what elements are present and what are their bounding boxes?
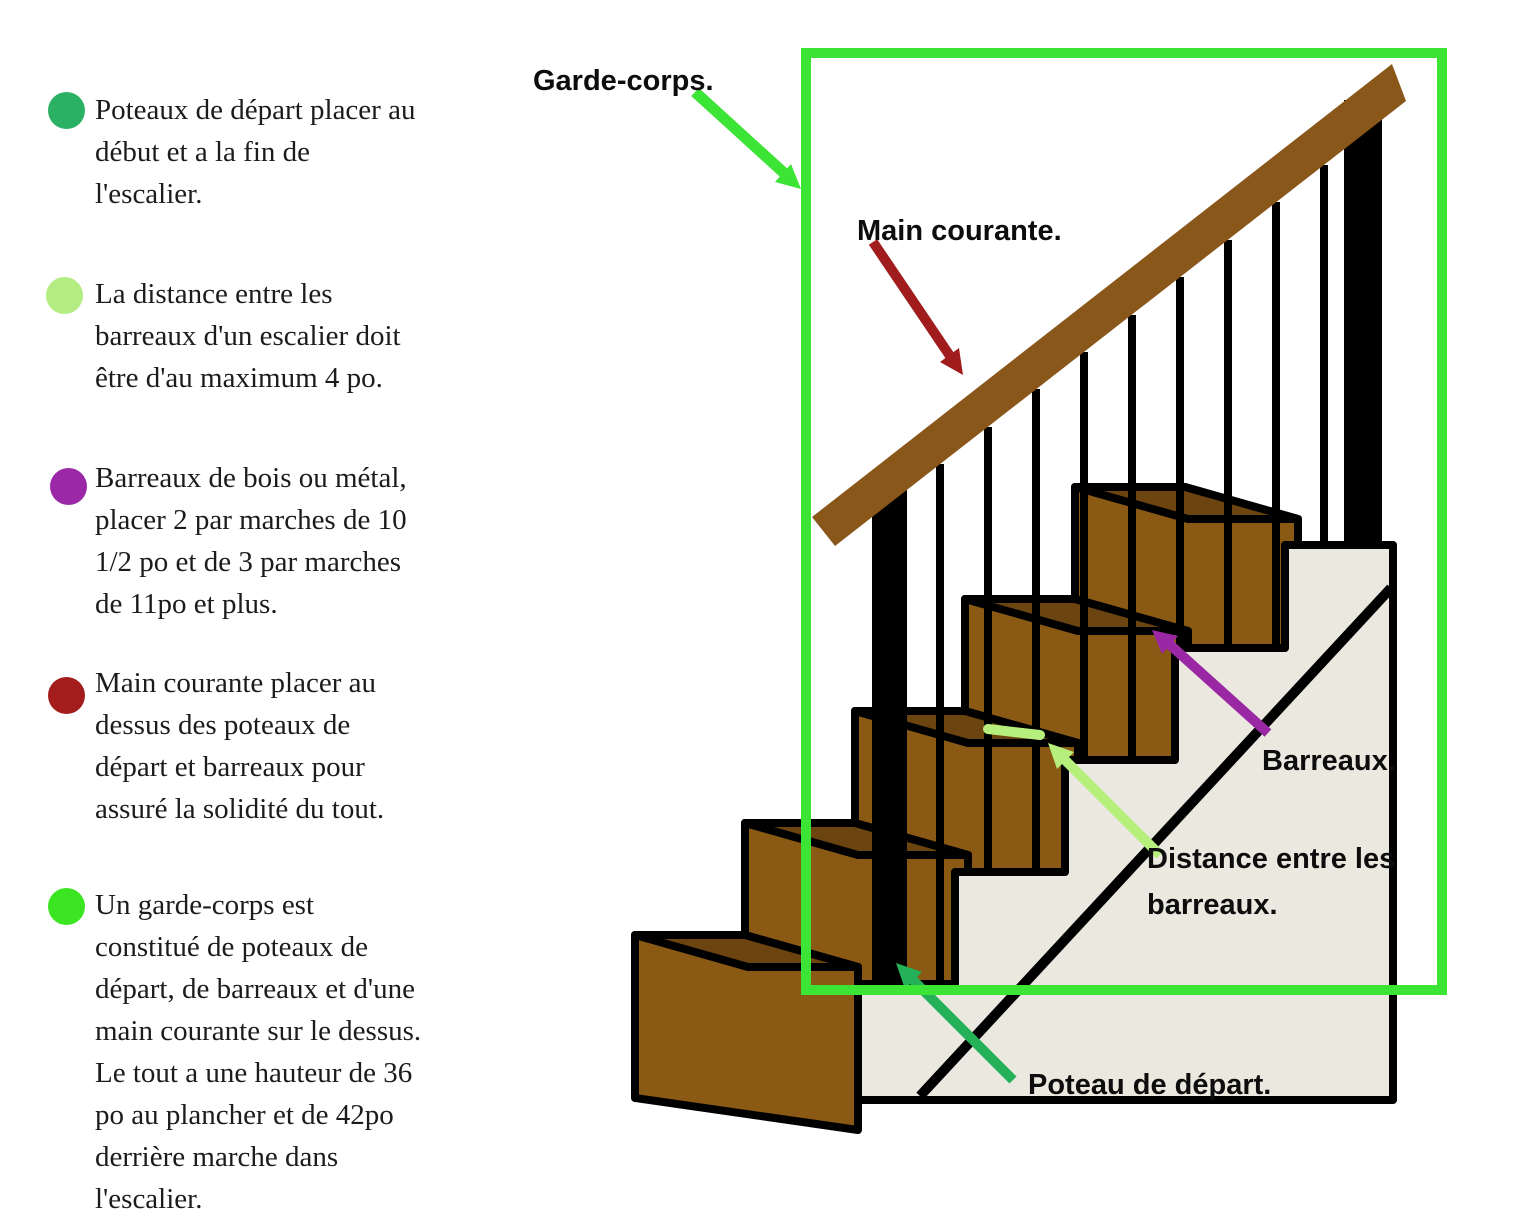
- stringer-diagonal-line: [916, 584, 1395, 1100]
- bullet-text: Un garde-corps est constitué de poteaux …: [95, 889, 422, 1215]
- baluster: [1128, 315, 1136, 764]
- label-barreaux: Barreaux.: [1262, 745, 1396, 777]
- bullet-text: Main courante placer au dessus des potea…: [95, 667, 385, 825]
- distance-marker: [983, 724, 1045, 740]
- step-top-face: [741, 819, 972, 859]
- end-post: [1344, 100, 1382, 548]
- green-dot-icon: [48, 92, 85, 129]
- bullet-text: Barreaux de bois ou métal, placer 2 par …: [95, 462, 407, 620]
- purple-dot-icon: [50, 468, 87, 505]
- label-garde-corps: Garde-corps.: [533, 65, 714, 97]
- garde-corps-arrow: [691, 87, 801, 189]
- label-main-courante: Main courante.: [857, 215, 1062, 247]
- baluster: [1320, 165, 1328, 549]
- main-courante-arrow: [868, 239, 963, 375]
- handrail: [812, 64, 1406, 546]
- baluster: [936, 464, 944, 988]
- label-distance-barreaux: Distance entre les barreaux.: [1147, 843, 1396, 921]
- light-green-dot-icon: [46, 277, 83, 314]
- bright-green-dot-icon: [48, 888, 85, 925]
- dark-red-dot-icon: [48, 677, 85, 714]
- barreaux-arrow: [1152, 630, 1272, 737]
- start-post: [872, 470, 907, 990]
- baluster: [1272, 202, 1280, 652]
- guardrail-frame: [801, 48, 1447, 995]
- baluster: [984, 427, 992, 876]
- baluster: [1032, 389, 1040, 876]
- baluster: [1080, 352, 1088, 764]
- baluster: [1224, 240, 1232, 652]
- bullet-text: Poteaux de départ placer au début et a l…: [95, 94, 416, 210]
- distance-arrow: [1048, 743, 1164, 859]
- bullet-text: La distance entre les barreaux d'un esca…: [95, 278, 401, 394]
- label-poteau-depart: Poteau de départ.: [1028, 1069, 1272, 1101]
- baluster: [1176, 277, 1184, 652]
